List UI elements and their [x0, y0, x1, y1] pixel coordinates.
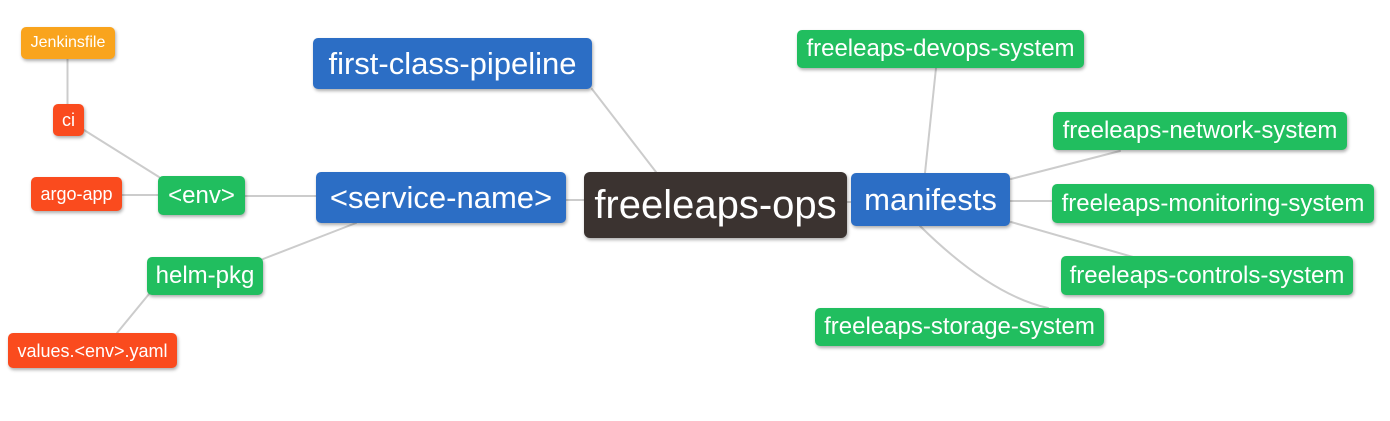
node-freeleaps-devops-system[interactable]: freeleaps-devops-system: [797, 30, 1084, 68]
node-env[interactable]: <env>: [158, 176, 245, 215]
node-values-env-yaml[interactable]: values.<env>.yaml: [8, 333, 177, 368]
edge-pipeline-ops: [591, 88, 657, 173]
node-freeleaps-network-system[interactable]: freeleaps-network-system: [1053, 112, 1347, 150]
node-freeleaps-ops-root[interactable]: freeleaps-ops: [584, 172, 847, 238]
node-argo-app[interactable]: argo-app: [31, 177, 122, 211]
node-manifests[interactable]: manifests: [851, 173, 1010, 226]
node-service-name[interactable]: <service-name>: [316, 172, 566, 223]
edge-helm-pkg-values: [116, 293, 150, 334]
node-ci[interactable]: ci: [53, 104, 84, 136]
node-freeleaps-controls-system[interactable]: freeleaps-controls-system: [1061, 256, 1353, 295]
edge-service-name-helm-pkg: [262, 222, 357, 260]
edge-manifests-devops: [924, 67, 937, 174]
edge-ci-env: [83, 129, 160, 178]
node-helm-pkg[interactable]: helm-pkg: [147, 257, 263, 295]
edge-manifests-controls: [1010, 221, 1134, 258]
node-jenkinsfile[interactable]: Jenkinsfile: [21, 27, 115, 59]
edge-manifests-storage: [919, 225, 1049, 309]
node-freeleaps-monitoring-system[interactable]: freeleaps-monitoring-system: [1052, 184, 1374, 223]
edge-manifests-network: [1010, 150, 1121, 180]
node-freeleaps-storage-system[interactable]: freeleaps-storage-system: [815, 308, 1104, 346]
node-first-class-pipeline[interactable]: first-class-pipeline: [313, 38, 592, 89]
